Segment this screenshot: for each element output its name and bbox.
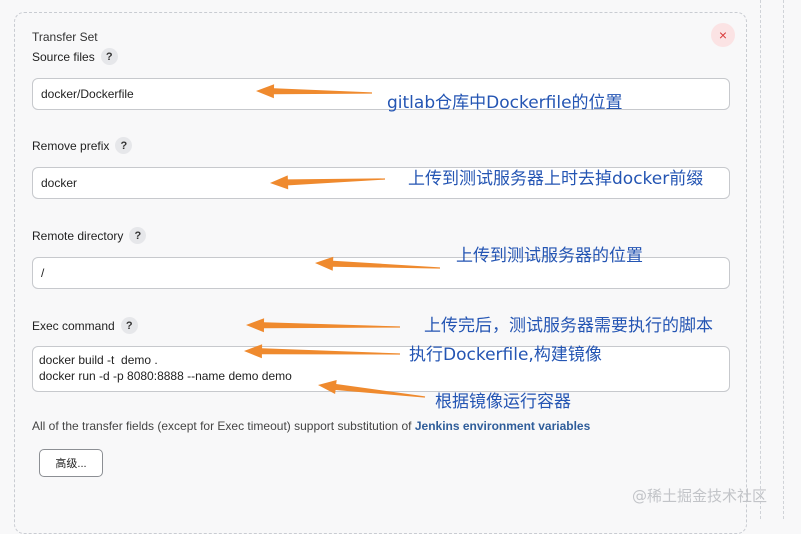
annotation-exec: 上传完后，测试服务器需要执行的脚本 (424, 316, 713, 336)
help-icon[interactable]: ? (115, 137, 133, 154)
annotation-source: gitlab仓库中Dockerfile的位置 (387, 93, 623, 113)
arrow-run (318, 380, 426, 398)
annotation-remote: 上传到测试服务器的位置 (456, 246, 643, 266)
annotation-prefix: 上传到测试服务器上时去掉docker前缀 (408, 169, 704, 189)
substitution-note-text: All of the transfer fields (except for E… (32, 419, 415, 433)
advanced-button[interactable]: 高级... (39, 449, 103, 477)
arrow-prefix (270, 175, 385, 190)
annotation-build: 执行Dockerfile,构建镜像 (409, 345, 602, 365)
remote-directory-input[interactable] (32, 257, 730, 289)
remove-prefix-label: Remove prefix (32, 138, 110, 153)
annotation-arrows (244, 84, 440, 398)
remote-directory-label-row: Remote directory ? (32, 227, 147, 244)
arrow-source (256, 84, 372, 99)
help-icon[interactable]: ? (100, 48, 118, 65)
arrow-build (244, 344, 400, 359)
close-icon[interactable]: × (711, 23, 735, 47)
source-files-input[interactable] (32, 78, 730, 110)
transfer-set-title: Transfer Set (32, 30, 98, 44)
arrow-remote (315, 256, 440, 271)
source-files-label: Source files (32, 49, 95, 64)
source-files-label-row: Source files ? (32, 48, 118, 65)
substitution-note: All of the transfer fields (except for E… (32, 419, 590, 433)
watermark: @稀土掘金技术社区 (632, 487, 768, 505)
arrow-exec (246, 318, 400, 333)
help-icon[interactable]: ? (120, 317, 138, 334)
remove-prefix-label-row: Remove prefix ? (32, 137, 133, 154)
remote-directory-label: Remote directory (32, 228, 124, 243)
outer-panel-border (760, 0, 784, 519)
exec-command-label: Exec command (32, 318, 115, 333)
remove-prefix-input[interactable] (32, 167, 730, 199)
exec-command-label-row: Exec command ? (32, 317, 138, 334)
jenkins-env-vars-link[interactable]: Jenkins environment variables (414, 419, 591, 433)
annotation-run: 根据镜像运行容器 (435, 392, 571, 412)
help-icon[interactable]: ? (129, 227, 147, 244)
